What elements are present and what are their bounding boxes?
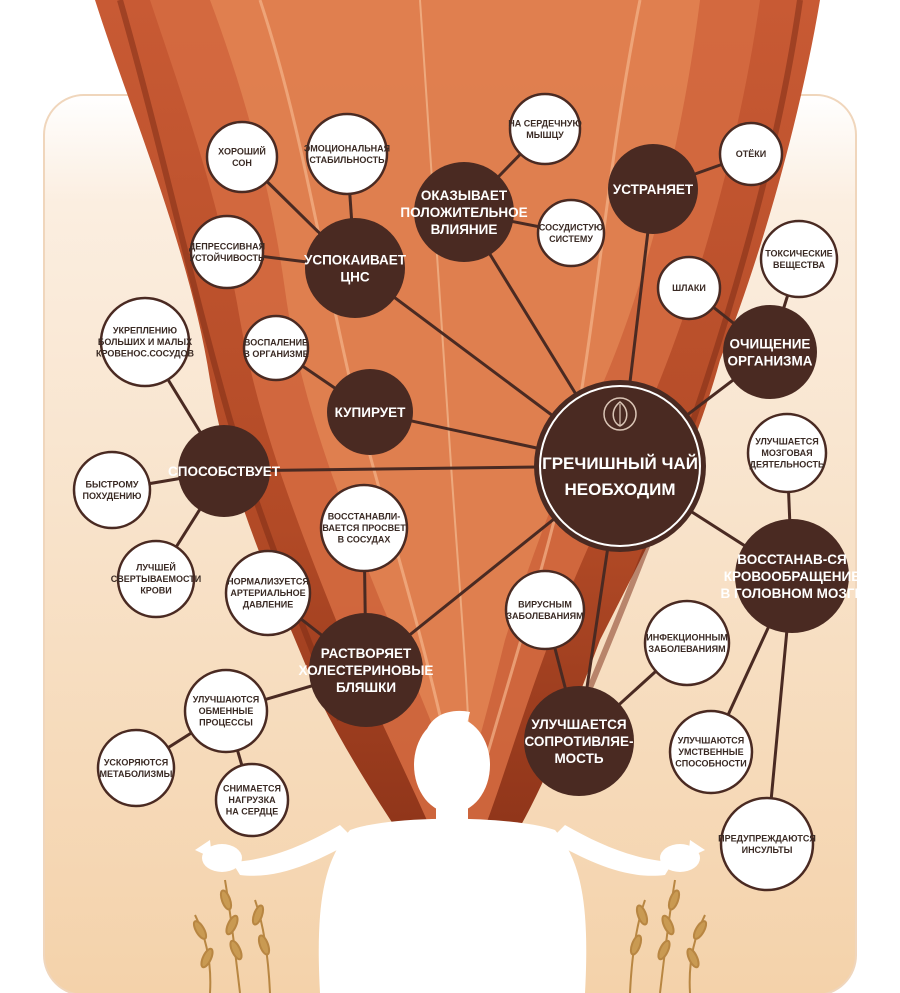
okazyvaet-label-line: ОКАЗЫВАЕТ bbox=[421, 188, 508, 203]
leaf-node-vospal: ВОСПАЛЕНИЕ В ОРГАНИЗМЕ bbox=[243, 316, 308, 380]
rastvoryaet-label-line: ХОЛЕСТЕРИНОВЫЕ bbox=[299, 663, 434, 678]
rastvoryaet-label-line: БЛЯШКИ bbox=[336, 680, 396, 695]
depres-label-line: ДЕПРЕССИВНАЯ bbox=[189, 241, 265, 251]
depres-label-line: УСТОЙЧИВОСТЬ bbox=[190, 252, 265, 263]
sosud-label-line: СОСУДИСТУЮ bbox=[539, 222, 603, 232]
uluchshaetsya-label-line: МОСТЬ bbox=[554, 751, 603, 766]
pohud-label-line: БЫСТРОМУ bbox=[85, 479, 138, 489]
vosstanav-label-line: ВОССТАНАВ-СЯ bbox=[737, 552, 846, 567]
prosvet-label-line: В СОСУДАХ bbox=[338, 535, 391, 545]
nagruz-label-line: СНИМАЕТСЯ bbox=[223, 784, 281, 794]
nagruz-label-line: НА СЕРДЦЕ bbox=[226, 807, 278, 817]
hub-node-ochishchenie: ОЧИЩЕНИЕ ОРГАНИЗМА bbox=[723, 305, 817, 399]
emoc-label-line: СТАБИЛЬНОСТЬ bbox=[309, 155, 385, 165]
infek-label-line: ЗАБОЛЕВАНИЯМ bbox=[648, 644, 725, 654]
davlenie-label-line: ДАВЛЕНИЕ bbox=[243, 600, 293, 610]
obmen-label-line: УЛУЧШАЮТСЯ bbox=[193, 695, 260, 705]
center-label-line: НЕОБХОДИМ bbox=[564, 480, 675, 499]
leaf-node-serdce: НА СЕРДЕЧНУЮ МЫШЦУ bbox=[508, 94, 582, 164]
emoc-label-line: ЭМОЦИОНАЛЬНАЯ bbox=[304, 143, 390, 153]
nagruz-label-line: НАГРУЗКА bbox=[228, 795, 276, 805]
ustranyaet-label-line: УСТРАНЯЕТ bbox=[613, 182, 694, 197]
metab-label-line: УСКОРЯЮТСЯ bbox=[104, 757, 168, 767]
ukrep-label-line: БОЛЬШИХ И МАЛЫХ bbox=[98, 337, 192, 347]
uluchshaetsya-label-line: СОПРОТИВЛЯЕ- bbox=[525, 734, 634, 749]
vospal-label-line: В ОРГАНИЗМЕ bbox=[243, 349, 308, 359]
leaf-node-insult: ПРЕДУПРЕЖДАЮТСЯ ИНСУЛЬТЫ bbox=[718, 798, 816, 890]
ochishchenie-label-line: ОРГАНИЗМА bbox=[728, 354, 813, 369]
sosud-label-line: СИСТЕМУ bbox=[549, 234, 593, 244]
umstv-label-line: УЛУЧШАЮТСЯ bbox=[678, 736, 745, 746]
uspokaivaet-label-line: УСПОКАИВАЕТ bbox=[304, 253, 407, 268]
leaf-node-infek: ИНФЕКЦИОННЫМ ЗАБОЛЕВАНИЯМ bbox=[645, 601, 729, 685]
center-label-line: ГРЕЧИШНЫЙ ЧАЙ bbox=[542, 454, 698, 473]
pohud-label-line: ПОХУДЕНИЮ bbox=[83, 491, 142, 501]
rastvoryaet-label-line: РАСТВОРЯЕТ bbox=[321, 646, 412, 661]
leaf-node-shlaki: ШЛАКИ bbox=[658, 257, 720, 319]
toks-label-line: ТОКСИЧЕСКИЕ bbox=[765, 248, 832, 258]
hub-node-kupiruet: КУПИРУЕТ bbox=[327, 369, 413, 455]
svert-label-line: СВЕРТЫВАЕМОСТИ bbox=[111, 574, 202, 584]
leaf-node-prosvet: ВОССТАНАВЛИ-ВАЕТСЯ ПРОСВЕТ В СОСУДАХ bbox=[321, 485, 407, 571]
okazyvaet-label-line: ВЛИЯНИЕ bbox=[431, 222, 498, 237]
umstv-label-line: УМСТВЕННЫЕ bbox=[678, 747, 743, 757]
infek-label-line: ИНФЕКЦИОННЫМ bbox=[646, 632, 728, 642]
leaf-node-oteki: ОТЁКИ bbox=[720, 123, 782, 185]
mozg-label-line: ДЕЯТЕЛЬНОСТЬ bbox=[750, 460, 825, 470]
prosvet-label-line: ВАЕТСЯ ПРОСВЕТ bbox=[322, 523, 406, 533]
virus-label-line: ЗАБОЛЕВАНИЯМ bbox=[506, 611, 583, 621]
ochishchenie-label-line: ОЧИЩЕНИЕ bbox=[730, 337, 811, 352]
obmen-label-line: ПРОЦЕССЫ bbox=[199, 718, 253, 728]
kupiruet-label-line: КУПИРУЕТ bbox=[335, 405, 407, 420]
mozg-label-line: УЛУЧШАЕТСЯ bbox=[755, 437, 819, 447]
insult-label-line: ИНСУЛЬТЫ bbox=[742, 845, 793, 855]
vosstanav-label-line: В ГОЛОВНОМ МОЗГЕ bbox=[721, 586, 864, 601]
son-label-line: ХОРОШИЙ bbox=[218, 145, 266, 156]
serdce-label-line: НА СЕРДЕЧНУЮ bbox=[508, 118, 582, 128]
metab-label-line: МЕТАБОЛИЗМЫ bbox=[100, 769, 173, 779]
obmen-label-line: ОБМЕННЫЕ bbox=[199, 706, 254, 716]
svert-label-line: КРОВИ bbox=[140, 586, 171, 596]
vospal-label-line: ВОСПАЛЕНИЕ bbox=[244, 337, 308, 347]
insult-label-line: ПРЕДУПРЕЖДАЮТСЯ bbox=[718, 833, 816, 843]
oteki-label-line: ОТЁКИ bbox=[736, 149, 766, 159]
leaf-node-metab: УСКОРЯЮТСЯ МЕТАБОЛИЗМЫ bbox=[98, 730, 174, 806]
umstv-label-line: СПОСОБНОСТИ bbox=[675, 759, 746, 769]
shlaki-label-line: ШЛАКИ bbox=[672, 283, 706, 293]
leaf-node-son: ХОРОШИЙ СОН bbox=[207, 122, 277, 192]
leaf-node-toks: ТОКСИЧЕСКИЕ ВЕЩЕСТВА bbox=[761, 221, 837, 297]
leaf-node-emoc: ЭМОЦИОНАЛЬНАЯ СТАБИЛЬНОСТЬ bbox=[304, 114, 390, 194]
toks-label-line: ВЕЩЕСТВА bbox=[773, 260, 826, 270]
ukrep-label-line: УКРЕПЛЕНИЮ bbox=[113, 326, 177, 336]
leaf-node-sosud: СОСУДИСТУЮ СИСТЕМУ bbox=[538, 200, 604, 266]
uluchshaetsya-label-line: УЛУЧШАЕТСЯ bbox=[531, 717, 626, 732]
serdce-label-line: МЫШЦУ bbox=[526, 130, 564, 140]
son-label-line: СОН bbox=[232, 158, 252, 168]
prosvet-label-line: ВОССТАНАВЛИ- bbox=[328, 512, 401, 522]
leaf-node-pohud: БЫСТРОМУ ПОХУДЕНИЮ bbox=[74, 452, 150, 528]
ukrep-label-line: КРОВЕНОС.СОСУДОВ bbox=[96, 349, 195, 359]
davlenie-label-line: НОРМАЛИЗУЕТСЯ bbox=[227, 577, 309, 587]
svert-label-line: ЛУЧШЕЙ bbox=[136, 562, 176, 573]
uspokaivaet-label-line: ЦНС bbox=[340, 270, 370, 285]
leaf-node-virus: ВИРУСНЫМ ЗАБОЛЕВАНИЯМ bbox=[506, 571, 584, 649]
virus-label-line: ВИРУСНЫМ bbox=[518, 599, 572, 609]
vosstanav-label-line: КРОВООБРАЩЕНИЕ bbox=[724, 569, 860, 584]
mozg-label-line: МОЗГОВАЯ bbox=[761, 448, 812, 458]
center-node-center: ГРЕЧИШНЫЙ ЧАЙ НЕОБХОДИМ bbox=[534, 380, 706, 552]
davlenie-label-line: АРТЕРИАЛЬНОЕ bbox=[230, 588, 305, 598]
hub-node-ustranyaet: УСТРАНЯЕТ bbox=[608, 144, 698, 234]
okazyvaet-label-line: ПОЛОЖИТЕЛЬНОЕ bbox=[400, 205, 527, 220]
hub-node-uluchshaetsya: УЛУЧШАЕТСЯ СОПРОТИВЛЯЕ- МОСТЬ bbox=[524, 686, 634, 796]
sposobstvuet-label-line: СПОСОБСТВУЕТ bbox=[168, 464, 281, 479]
